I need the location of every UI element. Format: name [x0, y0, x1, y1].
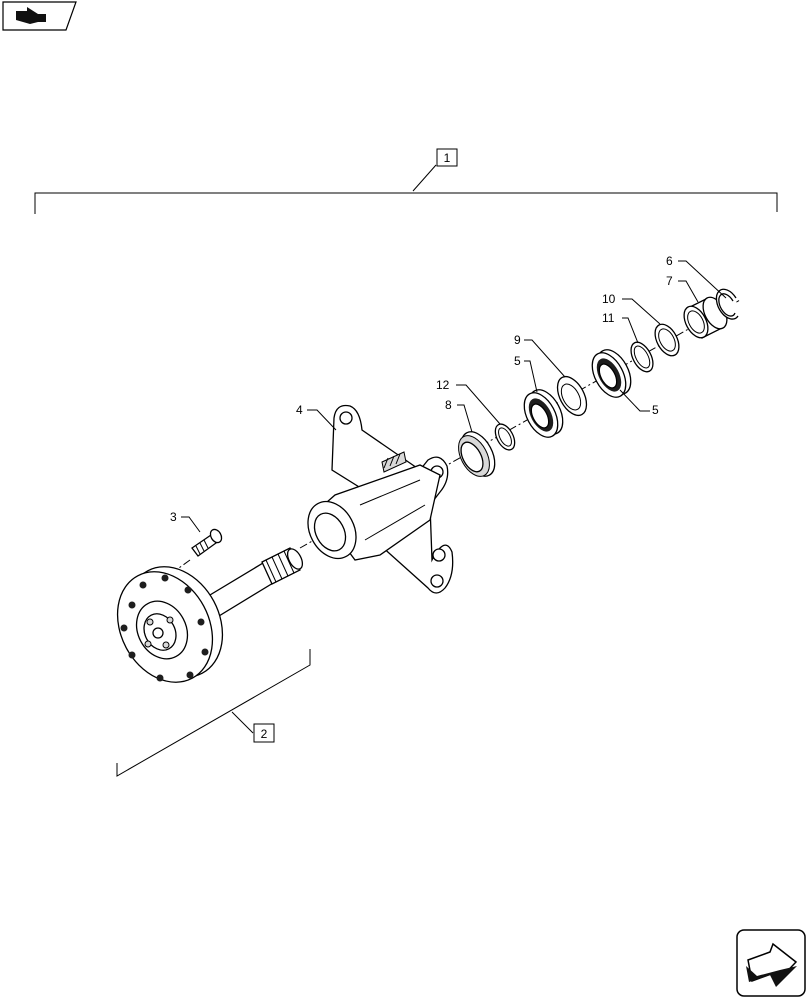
- callout-4: 4: [296, 403, 303, 417]
- bearing-right: [591, 349, 632, 398]
- callout-7: 7: [666, 274, 673, 288]
- spacer: [683, 296, 728, 339]
- arrow-tab-icon[interactable]: [2, 1, 77, 31]
- assembly-bracket: 1: [34, 148, 778, 214]
- callout-3: 3: [170, 510, 177, 524]
- callout-10: 10: [602, 292, 616, 306]
- callout-5-right: 5: [652, 403, 659, 417]
- callout-6: 6: [666, 254, 673, 268]
- axle-shaft: [116, 547, 304, 683]
- bearing-housing: [307, 404, 454, 594]
- circlip: [494, 423, 516, 451]
- ring-10: [654, 323, 680, 357]
- callout-11: 11: [602, 311, 615, 325]
- ring-11: [630, 341, 654, 373]
- callout-12: 12: [436, 378, 450, 392]
- next-page-arrow-icon[interactable]: [736, 929, 806, 997]
- ring-9: [556, 375, 588, 417]
- subassembly-bracket: 2: [116, 649, 311, 777]
- bolt-axis-line: [164, 559, 191, 579]
- callout-2: 2: [261, 727, 268, 741]
- callout-9: 9: [514, 333, 521, 347]
- bearing-left: [523, 389, 564, 438]
- snap-ring: [715, 288, 739, 320]
- callout-5-left: 5: [514, 354, 521, 368]
- callout-leaders: 3 4 8 12 5 9 5 10 11 7 6: [170, 254, 727, 533]
- seal: [458, 431, 496, 477]
- bolt: [191, 528, 223, 557]
- callout-1: 1: [444, 151, 451, 165]
- callout-8: 8: [445, 398, 452, 412]
